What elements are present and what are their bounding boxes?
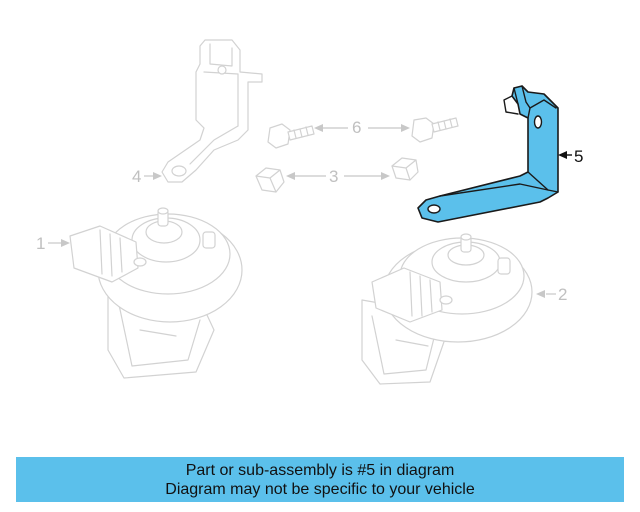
callout-4-label: 4 (132, 167, 141, 186)
banner-line-2: Diagram may not be specific to your vehi… (165, 480, 475, 498)
horn-part-1 (69, 207, 243, 379)
callout-6: 6 (314, 118, 410, 137)
banner-line-1: Part or sub-assembly is #5 in diagram (185, 461, 455, 479)
callout-4: 4 (132, 167, 162, 186)
horn-part-2 (361, 233, 533, 385)
callout-6-label: 6 (352, 118, 361, 137)
bolt-part-6-right (411, 117, 459, 143)
callout-2-label: 2 (558, 285, 567, 304)
bracket-part-4 (161, 39, 263, 183)
bolt-part-6-left (267, 123, 315, 149)
callout-1-label: 1 (36, 234, 45, 253)
callout-3: 3 (286, 167, 390, 186)
info-banner: Part or sub-assembly is #5 in diagram Di… (16, 457, 624, 502)
bracket-part-5[interactable] (417, 85, 559, 223)
callout-5-label: 5 (574, 147, 583, 166)
callout-1: 1 (36, 234, 70, 253)
nut-part-3-right (391, 157, 419, 181)
parts-diagram: 1 2 3 4 5 6 (36, 39, 583, 385)
nut-part-3-left (255, 167, 285, 193)
callout-5: 5 (558, 147, 583, 166)
callout-2: 2 (536, 285, 567, 304)
callout-3-label: 3 (329, 167, 338, 186)
